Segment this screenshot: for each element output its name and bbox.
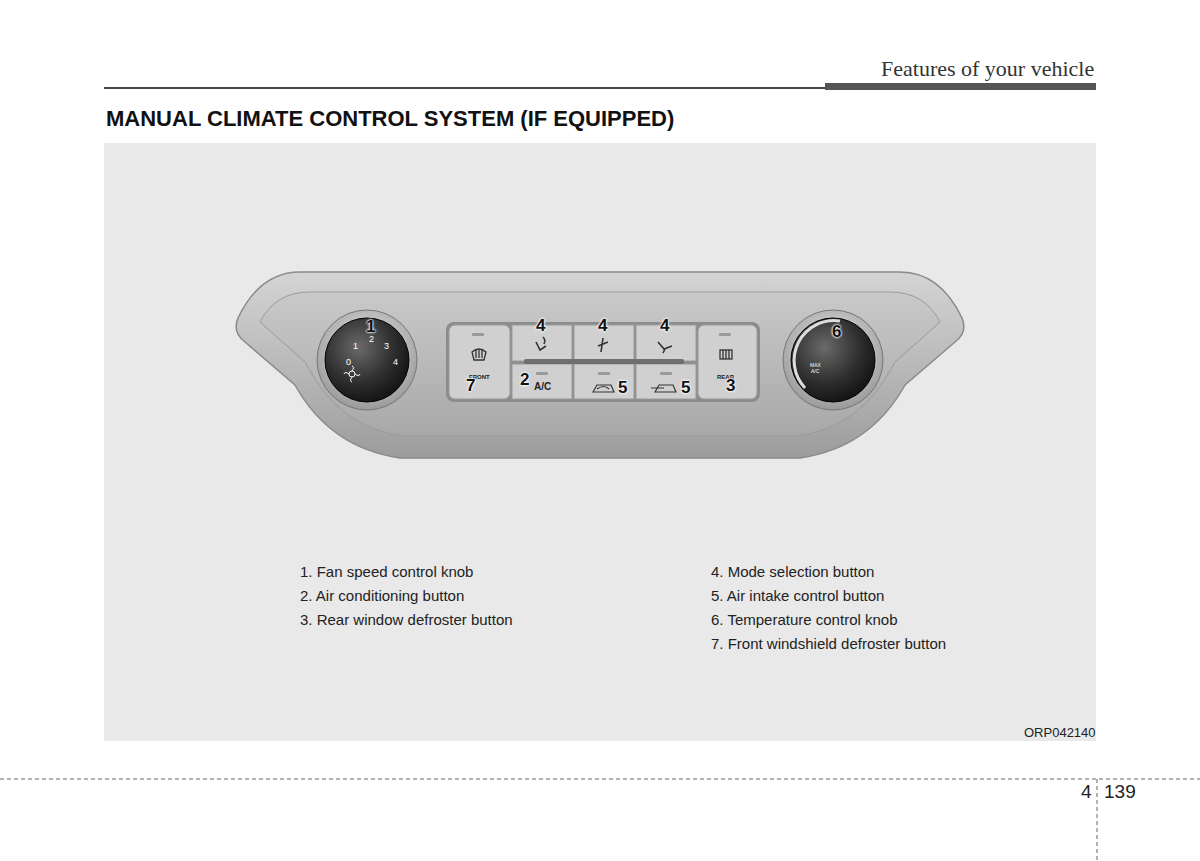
callout: 1 [366, 318, 375, 337]
knob-digit: 1 [353, 342, 358, 352]
knob-digit: 3 [384, 342, 389, 352]
callout: 5 [618, 379, 627, 398]
page-number: 139 [1104, 782, 1136, 803]
page-rule [0, 779, 1200, 780]
knob-ring [317, 310, 417, 410]
chapter-number: 4 [1081, 782, 1092, 803]
callout: 4 [536, 317, 545, 336]
fan-knob [325, 318, 409, 402]
legend-item: 6. Temperature control knob [711, 612, 898, 629]
legend-item: 7. Front windshield defroster button [711, 636, 946, 653]
fan-icon [344, 366, 360, 382]
knob-digit: 2 [369, 335, 374, 345]
callout: 3 [726, 377, 735, 396]
knob-digit: 0 [346, 358, 351, 368]
defroster-icons [472, 349, 732, 360]
knob-ring [783, 310, 883, 410]
callout: 7 [466, 377, 475, 396]
temperature-knob [791, 318, 875, 402]
page-rule [1097, 779, 1098, 861]
callout: 2 [520, 371, 529, 390]
figure-code: ORP042140 [1024, 726, 1096, 740]
header: Features of your vehicle [881, 57, 1094, 81]
callout: 6 [832, 323, 841, 342]
bezel [236, 272, 964, 458]
intake-icons [593, 385, 676, 392]
callout: 4 [660, 317, 669, 336]
knob-text: MAX [810, 363, 821, 369]
section-title: MANUAL CLIMATE CONTROL SYSTEM (IF EQUIPP… [106, 107, 674, 131]
knob-text: A/C [811, 369, 819, 375]
legend-item: 3. Rear window defroster button [300, 612, 513, 629]
mode-icons [536, 337, 672, 353]
button-text: A/C [534, 381, 551, 392]
callout: 4 [598, 317, 607, 336]
legend-item: 2. Air conditioning button [300, 588, 464, 605]
callout: 5 [681, 379, 690, 398]
indicator-lamps [472, 333, 731, 375]
legend-item: 1. Fan speed control knob [300, 564, 473, 581]
button-divider [524, 359, 684, 364]
buttons [449, 325, 757, 399]
header-bar [825, 83, 1096, 90]
figure-frame [104, 143, 1096, 741]
legend-item: 5. Air intake control button [711, 588, 884, 605]
knob-digit: 4 [393, 358, 398, 368]
legend-item: 4. Mode selection button [711, 564, 874, 581]
bezel-face [260, 292, 940, 436]
